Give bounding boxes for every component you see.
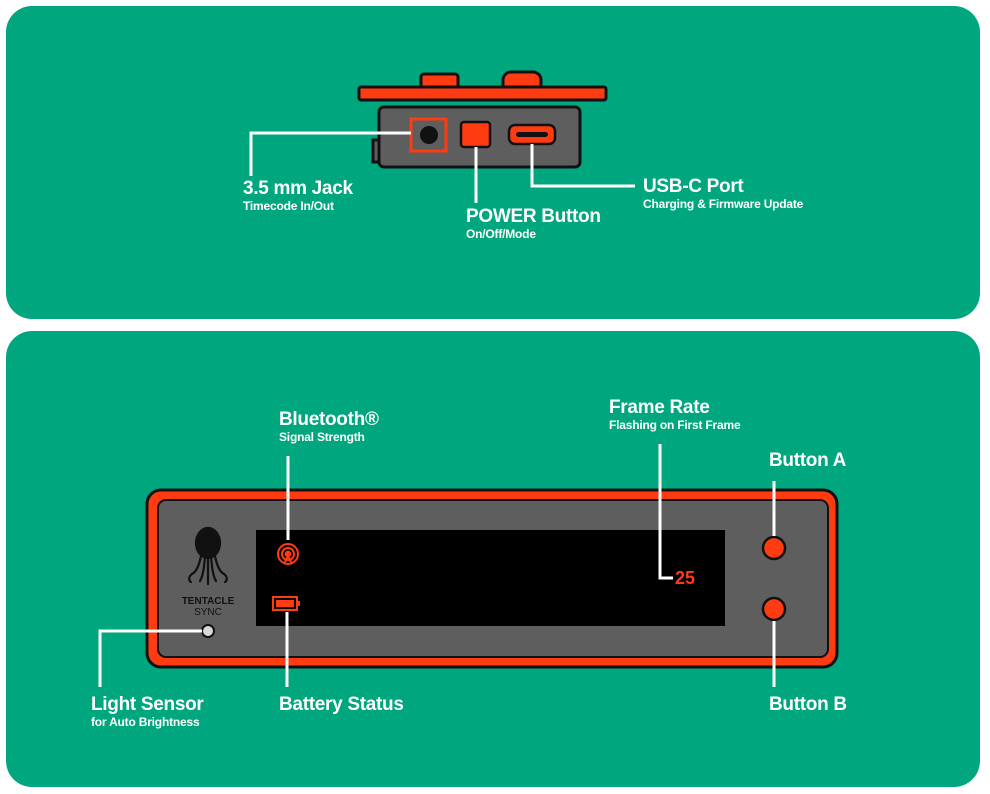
button-b-icon (761, 596, 787, 622)
bluetooth-label: Bluetooth® Signal Strength (279, 409, 379, 445)
button-a-icon (761, 535, 787, 561)
side-top-rail (357, 85, 608, 102)
frame-rate-subtitle: Flashing on First Frame (609, 418, 741, 432)
battery-icon (272, 596, 300, 611)
jack-label: 3.5 mm Jack Timecode In/Out (243, 178, 353, 214)
light-sensor-subtitle: for Auto Brightness (91, 715, 200, 729)
usbc-label: USB-C Port Charging & Firmware Update (643, 176, 804, 212)
power-title: POWER Button (466, 206, 601, 227)
light-sensor-leader-line (98, 629, 202, 687)
jack-leader-line (249, 131, 411, 176)
frame-rate-value: 25 (675, 568, 696, 588)
side-leader-lines (249, 131, 635, 203)
logo-line1: TENTACLE (181, 596, 235, 607)
power-button-icon (459, 120, 492, 149)
usbc-slot (516, 132, 548, 137)
tentacle-logo-icon (188, 526, 228, 586)
bluetooth-signal-icon (277, 543, 299, 565)
battery-label: Battery Status (279, 694, 404, 715)
device-front-view (145, 488, 839, 669)
button-a-label: Button A (769, 450, 847, 471)
jack-subtitle: Timecode In/Out (243, 199, 334, 213)
jack-frame (409, 117, 448, 153)
light-sensor-label: Light Sensor for Auto Brightness (91, 694, 204, 730)
power-subtitle: On/Off/Mode (466, 227, 536, 241)
frame-rate-title: Frame Rate (609, 397, 710, 418)
frame-rate-label: Frame Rate Flashing on First Frame (609, 397, 741, 433)
frame-rate-leader-line (658, 444, 673, 580)
usbc-leader-line (530, 144, 635, 188)
usbc-title: USB-C Port (643, 176, 744, 197)
jack-title: 3.5 mm Jack (243, 178, 353, 199)
usbc-subtitle: Charging & Firmware Update (643, 197, 804, 211)
light-sensor-title: Light Sensor (91, 694, 204, 715)
light-sensor-icon (201, 624, 215, 638)
logo-line2: SYNC (194, 607, 222, 618)
display-screen (256, 530, 725, 626)
logo-text: TENTACLE SYNC (181, 596, 235, 618)
front-leader-lines (98, 444, 776, 687)
bluetooth-title: Bluetooth® (279, 409, 379, 430)
power-label: POWER Button On/Off/Mode (466, 206, 601, 242)
button-b-label: Button B (769, 694, 847, 715)
device-side-view (357, 70, 608, 169)
jack-hole-icon (420, 126, 438, 144)
bluetooth-subtitle: Signal Strength (279, 430, 365, 444)
